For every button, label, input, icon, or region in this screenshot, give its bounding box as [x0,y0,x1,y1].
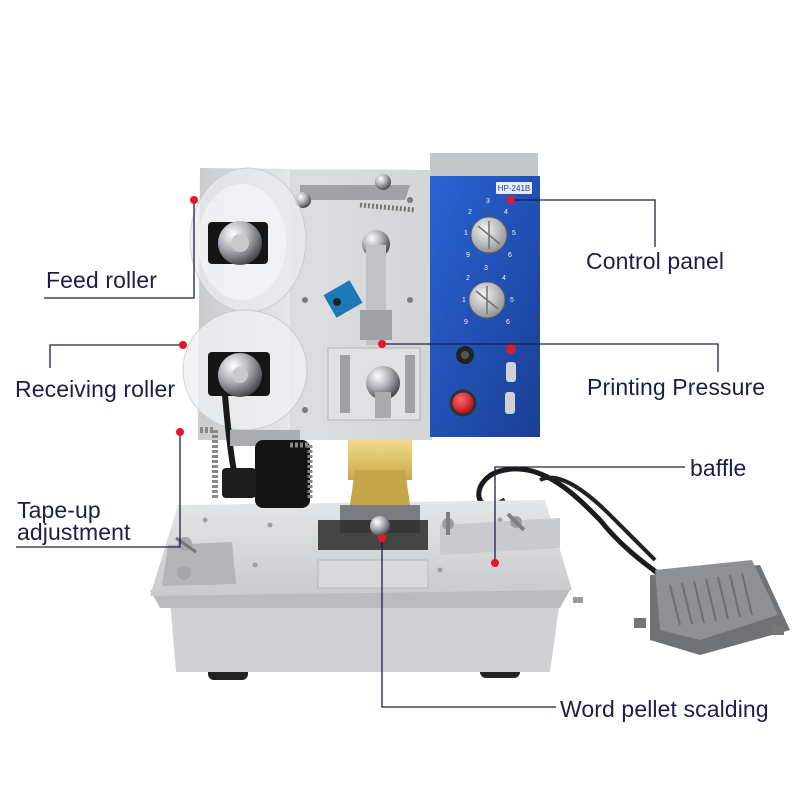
svg-text:3: 3 [486,198,490,205]
dot-control-panel [507,196,515,204]
temperature-dial[interactable] [470,216,508,254]
pedal-screw [634,618,646,628]
label-word-pellet-scalding: Word pellet scalding [560,696,769,722]
pedal-cable [476,466,662,577]
tension-spring [359,202,416,213]
label-control-panel: Control panel [586,248,725,274]
svg-text:6: 6 [506,319,510,326]
svg-text:2: 2 [468,209,472,216]
svg-text:6: 6 [508,252,512,259]
label-tape-up-line1: Tape-up [17,497,101,523]
tape-knob [255,440,310,508]
svg-text:5: 5 [512,230,516,237]
receiving-roller-assembly [182,309,308,481]
pedal-cover [655,560,778,640]
mode-toggle[interactable] [506,362,516,382]
svg-text:9: 9 [464,319,468,326]
callout-line-printing-pressure [382,343,719,372]
label-baffle: baffle [690,455,747,481]
machine-base [150,500,583,680]
power-switch[interactable] [505,392,515,414]
label-receiving-roller: Receiving roller [15,376,176,402]
callout-line-receiving-roller [49,344,183,368]
callout-line-word-pellet [381,538,556,708]
word-pellet-holder [370,516,390,536]
pressure-screw [366,366,400,400]
svg-text:1: 1 [462,297,466,304]
svg-text:2: 2 [466,275,470,282]
callout-line-baffle [494,466,685,563]
svg-text:5: 5 [510,297,514,304]
dot-printing-pressure [378,340,386,348]
control-box: HP-241B 1 2 3 4 5 6 9 [430,153,540,437]
tape-up-mechanism [200,427,313,508]
emergency-lift-button[interactable] [449,389,477,417]
callout-line-feed-roller [44,200,195,299]
tape-plate-left [162,542,236,586]
dot-feed-roller [190,196,198,204]
svg-text:9: 9 [466,252,470,259]
dot-receiving-roller [179,341,187,349]
svg-text:4: 4 [502,275,506,282]
svg-text:4: 4 [504,209,508,216]
baffle-plate [440,518,560,555]
indicator-light [506,344,516,354]
printing-head [318,230,428,550]
svg-text:3: 3 [484,265,488,272]
label-printing-pressure: Printing Pressure [587,374,766,400]
dot-word-pellet [378,534,386,542]
callout-lines [16,199,719,708]
callout-line-control-panel [511,199,656,247]
callout-dots [176,196,515,567]
dot-baffle [491,559,499,567]
foot-pedal [476,466,790,655]
panel-model-label: HP-241B [498,184,530,193]
svg-text:1: 1 [464,230,468,237]
feed-roller-assembly [189,167,307,313]
sensor-block [323,280,363,318]
speed-dial[interactable] [468,281,506,319]
label-feed-roller: Feed roller [46,267,158,293]
label-tape-up-line2: adjustment [17,519,131,545]
callout-line-tape-up [16,432,181,548]
dot-tape-up [176,428,184,436]
